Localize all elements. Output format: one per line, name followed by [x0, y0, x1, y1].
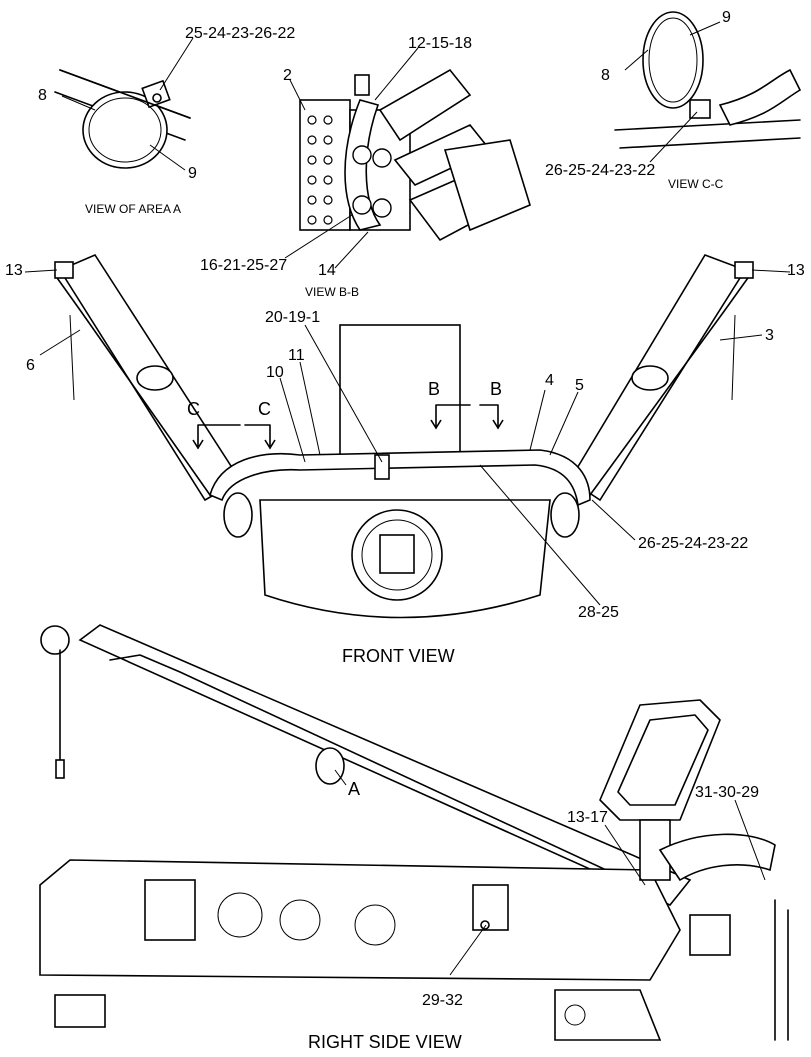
hose-side: [658, 833, 776, 882]
right-clamp-top: [734, 261, 754, 279]
callout-front-6: 11: [288, 347, 305, 364]
callout-front-10: 26-25-24-23-22: [638, 535, 748, 552]
callout-area-a-3: 9: [188, 165, 197, 182]
callout-front-7: 10: [266, 364, 284, 381]
callout-b-b-4: 14: [318, 262, 336, 279]
boom-cylinder: [78, 624, 692, 906]
caption-area-a: VIEW OF AREA A: [85, 202, 181, 216]
callout-side-1: 13-17: [567, 809, 608, 826]
frame-plate: [144, 879, 196, 941]
callout-front-11: 28-25: [578, 604, 619, 621]
cable-end: [55, 759, 65, 779]
callout-area-a-2: 8: [38, 87, 47, 104]
callout-front-4: 3: [765, 327, 774, 344]
callout-b-b-1: 12-15-18: [408, 35, 472, 52]
callout-front-5: 20-19-1: [265, 309, 320, 326]
section-mark-b-2: B: [490, 379, 502, 399]
side-mark-a: A: [348, 779, 360, 799]
clamp-bolt-c: [689, 99, 711, 119]
lower-bracket: [54, 994, 106, 1028]
section-mark-b-1: B: [428, 379, 440, 399]
callout-front-1: 13: [5, 262, 23, 279]
cylinder-pin: [40, 625, 70, 655]
frame-rail: [39, 859, 681, 981]
view-of-area-a: 25-24-23-26-22 8 9 VIEW OF AREA A: [38, 25, 295, 216]
caption-front: FRONT VIEW: [342, 646, 455, 666]
callout-b-b-3: 16-21-25-27: [200, 257, 287, 274]
left-elbow: [223, 492, 253, 538]
mount-bracket: [472, 884, 509, 931]
section-mark-c-2: C: [258, 399, 271, 419]
section-b-right: [479, 404, 499, 429]
callout-front-8: 4: [545, 372, 554, 389]
hose-loop: [344, 99, 382, 231]
left-clamp-mid: [136, 365, 174, 391]
hose-c: [718, 68, 802, 126]
side-tube: [109, 654, 661, 896]
callout-b-b-2: 2: [283, 67, 292, 84]
cab-post: [339, 324, 461, 466]
clamp-band: [82, 91, 168, 169]
callout-c-c-2: 8: [601, 67, 610, 84]
left-clamp-top: [54, 261, 74, 279]
valve-cluster: [689, 914, 731, 956]
caption-side: RIGHT SIDE VIEW: [308, 1032, 462, 1052]
right-clamp-mid: [631, 365, 669, 391]
section-c-right: [244, 424, 271, 449]
clamp-area-a: [315, 747, 345, 785]
right-side-view: A 13-17 31-30-29 29-32 RIGHT SIDE VIEW: [39, 624, 789, 1052]
mount-plate: [299, 99, 351, 231]
callout-front-2: 13: [787, 262, 805, 279]
section-b-left: [435, 404, 471, 429]
callout-c-c-3: 26-25-24-23-22: [545, 162, 655, 179]
fitting-top: [354, 74, 370, 96]
cab-handle: [599, 699, 721, 821]
section-c-left: [197, 424, 241, 449]
callout-side-2: 31-30-29: [695, 784, 759, 801]
right-line: [589, 274, 751, 496]
center-clamp: [374, 454, 390, 480]
right-elbow: [550, 492, 580, 538]
lower-lug: [554, 989, 662, 1041]
hose-run: [209, 449, 591, 507]
bracket-bolt: [480, 920, 490, 930]
callout-side-3: 29-32: [422, 992, 463, 1009]
view-b-b: 12-15-18 2 16-21-25-27 14 VIEW B-B: [200, 35, 531, 299]
callout-area-a-1: 25-24-23-26-22: [185, 25, 295, 42]
callout-c-c-1: 9: [722, 9, 731, 26]
section-mark-c-1: C: [187, 399, 200, 419]
hose-end: [443, 139, 531, 232]
left-line: [54, 274, 211, 496]
bracket-strip: [614, 119, 801, 149]
hub-socket: [379, 534, 415, 574]
caption-c-c: VIEW C-C: [668, 177, 724, 191]
clamp-c-c: [642, 11, 704, 109]
hose-upper: [378, 68, 472, 142]
callout-front-3: 6: [26, 357, 35, 374]
front-view: C C B B 13 13 6 3 20-19-1 11 10 4 5 26-2…: [5, 253, 805, 666]
caption-b-b: VIEW B-B: [305, 285, 359, 299]
callout-front-9: 5: [575, 377, 584, 394]
view-c-c: 9 8 26-25-24-23-22 VIEW C-C: [545, 9, 802, 191]
